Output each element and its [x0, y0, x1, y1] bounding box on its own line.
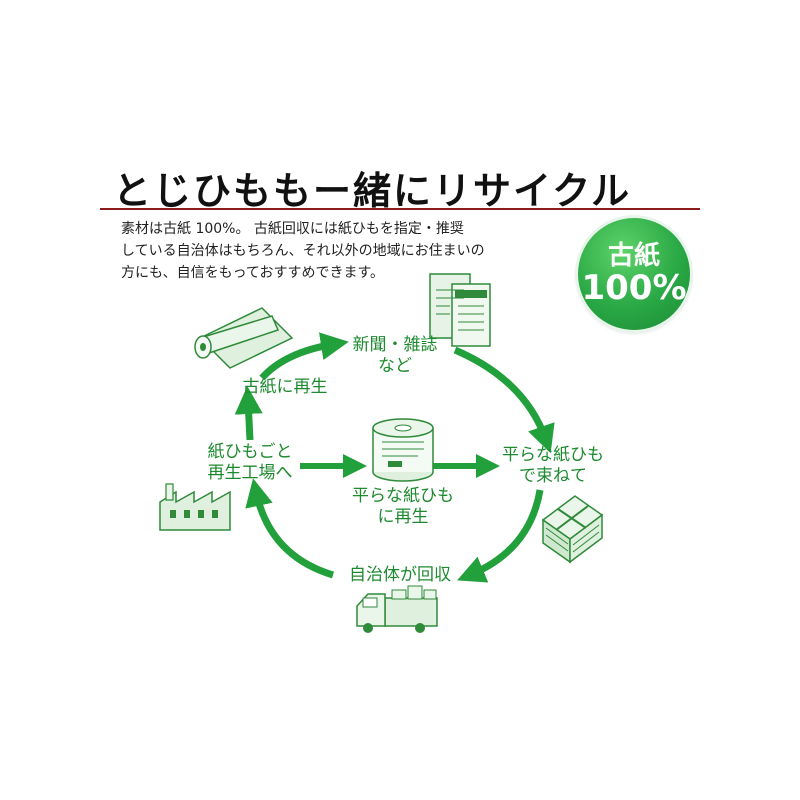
step-bundle-line-2: で束ねて	[519, 466, 587, 486]
truck-icon	[356, 585, 438, 633]
step-recycled-paper-label: 古紙に再生	[242, 377, 328, 397]
step-collection-label: 自治体が回収	[349, 565, 451, 585]
arrow-to-newspapers	[259, 332, 349, 381]
arrow-to-recycled-paper	[234, 386, 263, 441]
step-factory-label: 紙ひもごと 再生工場へ	[190, 442, 310, 484]
badge-label: 古紙	[607, 241, 660, 271]
step-center-line-2: に再生	[377, 507, 429, 527]
description: 素材は古紙 100%。 古紙回収には紙ひもを指定・推奨 している自治体はもちろん…	[121, 218, 551, 284]
step-center-line-1: 平らな紙ひも	[352, 486, 454, 506]
newspaper-icon	[429, 273, 491, 347]
step-bundle-label: 平らな紙ひも で束ねて	[493, 445, 613, 487]
description-line-3: 方にも、自信をもっておすすめできます。	[121, 265, 385, 281]
paper-roll-icon	[194, 307, 294, 369]
arrow-to-factory	[245, 478, 335, 579]
recycled-100-badge: 古紙 100%	[578, 218, 690, 330]
step-center-label: 平らな紙ひも に再生	[341, 486, 465, 528]
arrow-to-collection	[457, 489, 544, 583]
step-factory-line-1: 紙ひもごと	[207, 442, 293, 462]
step-newspapers-line-1: 新聞・雑誌	[352, 335, 438, 355]
arrow-to-bundle	[453, 346, 555, 454]
step-factory-line-2: 再生工場へ	[207, 463, 293, 483]
page-title: とじひももー緒にリサイクル	[113, 169, 632, 213]
badge-percent: 100%	[581, 268, 687, 308]
description-line-2: している自治体はもちろん、それ以外の地域にお住まいの	[121, 243, 485, 259]
step-newspapers-line-2: など	[378, 356, 412, 376]
step-bundle-line-1: 平らな紙ひも	[502, 445, 604, 465]
title-underline	[100, 208, 700, 210]
step-newspapers-label: 新聞・雑誌 など	[335, 335, 455, 377]
factory-icon	[159, 483, 231, 531]
string-roll-icon	[372, 418, 434, 482]
paper-bundle-icon	[541, 495, 604, 564]
description-line-1: 素材は古紙 100%。 古紙回収には紙ひもを指定・推奨	[121, 221, 464, 237]
